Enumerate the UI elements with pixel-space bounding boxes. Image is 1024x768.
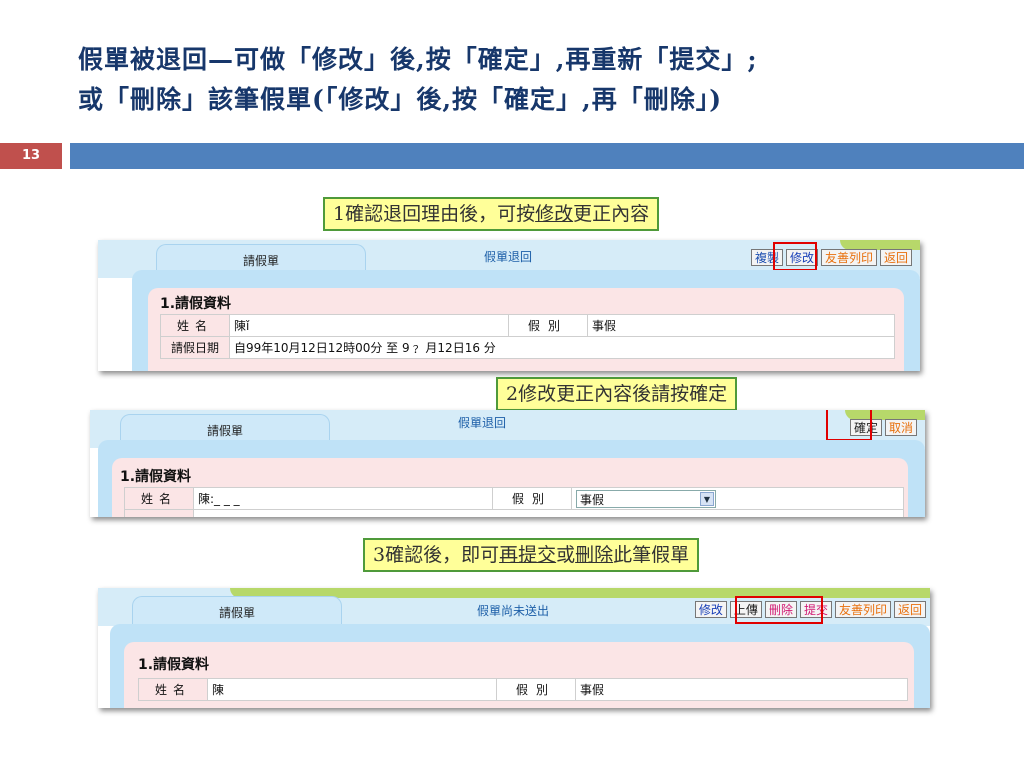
- callout-step-2: 2修改更正內容後請按確定: [496, 377, 738, 411]
- callout-1-text: 1確認退回理由後，可按: [333, 203, 536, 225]
- leave-info-table: 姓名 陳:_ _ _ 假別 事假 ▼: [124, 487, 904, 517]
- tab-leave-form[interactable]: 請假單: [156, 244, 366, 272]
- leave-type-select[interactable]: 事假 ▼: [576, 489, 716, 508]
- callout-1-text-end: 更正內容: [573, 203, 650, 225]
- upload-button[interactable]: 上傳: [729, 601, 762, 618]
- name-value: 陳: [207, 678, 497, 701]
- date-value: 自99年10月12日12時00分 至 9﹖ 月12日16 分: [229, 336, 895, 359]
- empty-value: [193, 509, 904, 517]
- back-button[interactable]: 返回: [893, 601, 926, 618]
- leave-info-table: 姓名 陳 假別 事假: [138, 678, 908, 701]
- empty-label: [124, 509, 194, 517]
- highlight-confirm-button: [826, 410, 872, 441]
- top-green-bar: [230, 588, 930, 598]
- callout-3-link-resubmit: 再提交: [499, 544, 557, 566]
- top-green-bar: [845, 410, 925, 420]
- highlight-modify-button: [773, 242, 817, 271]
- toolbar: 複製 修改 友善列印 返回: [750, 249, 912, 266]
- table-row: 請假日期 自99年10月12日12時00分 至 9﹖ 月12日16 分: [160, 336, 895, 359]
- tab-leave-not-sent[interactable]: 假單尚未送出: [476, 604, 549, 618]
- slide-title-line-1: 假單被退回—可做「修改」後,按「確定」,再重新「提交」;: [78, 45, 758, 74]
- table-row: 姓名 陳ǐ 假別 事假: [160, 314, 895, 337]
- callout-3-link-delete: 刪除: [575, 544, 614, 566]
- tab-leave-form[interactable]: 請假單: [120, 414, 330, 442]
- screenshot-unsent-leave-form: 請假單 假單尚未送出 修改 上傳 刪除 提交 友善列印 返回 1.請假資料 姓名…: [98, 588, 930, 708]
- chevron-down-icon[interactable]: ▼: [700, 491, 714, 506]
- header-divider-bar: [70, 143, 1024, 169]
- top-green-bar: [840, 240, 920, 250]
- tab-leave-form[interactable]: 請假單: [132, 596, 342, 624]
- leave-type-value: 事假: [587, 314, 895, 337]
- slide-title-line-2: 或「刪除」該筆假單(「修改」後,按「確定」,再「刪除」): [78, 85, 723, 114]
- cancel-button[interactable]: 取消: [884, 419, 917, 436]
- table-row: [124, 509, 904, 517]
- leave-type-label: 假別: [508, 314, 588, 337]
- leave-type-value: 事假: [575, 678, 908, 701]
- callout-3-text: 3確認後，即可: [373, 544, 500, 566]
- section-title: 1.請假資料: [120, 469, 192, 485]
- print-button[interactable]: 友善列印: [834, 601, 891, 618]
- leave-type-label: 假別: [496, 678, 576, 701]
- table-row: 姓名 陳 假別 事假: [138, 678, 908, 701]
- back-button[interactable]: 返回: [879, 249, 912, 266]
- name-label: 姓名: [160, 314, 230, 337]
- name-value: 陳ǐ: [229, 314, 509, 337]
- slide-number: 13: [0, 143, 62, 169]
- screenshot-returned-leave-form: 請假單 假單退回 複製 修改 友善列印 返回 1.請假資料 姓名 陳ǐ 假別 事…: [98, 240, 920, 371]
- modify-button[interactable]: 修改: [785, 249, 818, 266]
- highlight-delete-submit-buttons: [735, 596, 823, 624]
- name-label: 姓名: [138, 678, 208, 701]
- confirm-button[interactable]: 確定: [849, 419, 882, 436]
- tab-leave-returned[interactable]: 假單退回: [483, 250, 532, 264]
- callout-3-text-end: 此筆假單: [613, 544, 690, 566]
- leave-type-selected: 事假: [580, 492, 605, 507]
- delete-button[interactable]: 刪除: [764, 601, 797, 618]
- date-label: 請假日期: [160, 336, 230, 359]
- name-label: 姓名: [124, 487, 194, 510]
- modify-button[interactable]: 修改: [694, 601, 727, 618]
- table-row: 姓名 陳:_ _ _ 假別 事假 ▼: [124, 487, 904, 510]
- name-value: 陳:_ _ _: [193, 487, 493, 510]
- tab-leave-returned[interactable]: 假單退回: [457, 416, 506, 430]
- leave-type-label: 假別: [492, 487, 572, 510]
- section-title: 1.請假資料: [138, 657, 210, 673]
- toolbar: 修改 上傳 刪除 提交 友善列印 返回: [694, 601, 926, 618]
- leave-type-cell: 事假 ▼: [571, 487, 904, 510]
- screenshot-editing-leave-form: 請假單 假單退回 確定 取消 1.請假資料 姓名 陳:_ _ _ 假別 事假 ▼: [90, 410, 925, 517]
- print-button[interactable]: 友善列印: [820, 249, 877, 266]
- callout-step-1: 1確認退回理由後，可按修改更正內容: [323, 197, 660, 231]
- callout-1-link-modify: 修改: [535, 203, 574, 225]
- leave-info-table: 姓名 陳ǐ 假別 事假 請假日期 自99年10月12日12時00分 至 9﹖ 月…: [160, 314, 895, 359]
- toolbar: 確定 取消: [849, 419, 917, 436]
- callout-3-text-or: 或: [556, 544, 576, 566]
- callout-step-3: 3確認後，即可再提交或刪除此筆假單: [363, 538, 700, 572]
- slide-title: 假單被退回—可做「修改」後,按「確定」,再重新「提交」; 或「刪除」該筆假單(「…: [78, 40, 998, 120]
- section-title: 1.請假資料: [160, 296, 232, 312]
